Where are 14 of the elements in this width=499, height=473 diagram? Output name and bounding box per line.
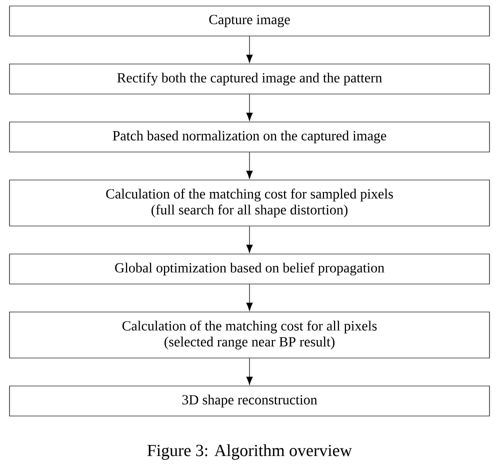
arrow: [246, 358, 253, 385]
process-box: Patch based normalization on the captured image: [9, 122, 490, 152]
figure-caption: Figure 3: Algorithm overview: [147, 444, 352, 460]
process-box: 3D shape reconstruction: [9, 386, 490, 416]
process-box: Capture image: [9, 6, 490, 36]
process-box: Global optimization based on belief propagation: [9, 254, 490, 284]
arrow: [246, 152, 253, 179]
arrow: [246, 226, 253, 253]
arrow: [246, 284, 253, 311]
arrow: [246, 94, 253, 121]
process-box: Calculation of the matching cost for sampled pixels (full search for all shape distortion): [9, 180, 490, 226]
arrow: [246, 36, 253, 63]
process-box: Rectify both the captured image and the pattern: [9, 64, 490, 94]
process-box: Calculation of the matching cost for all pixels (selected range near BP result): [9, 312, 490, 358]
